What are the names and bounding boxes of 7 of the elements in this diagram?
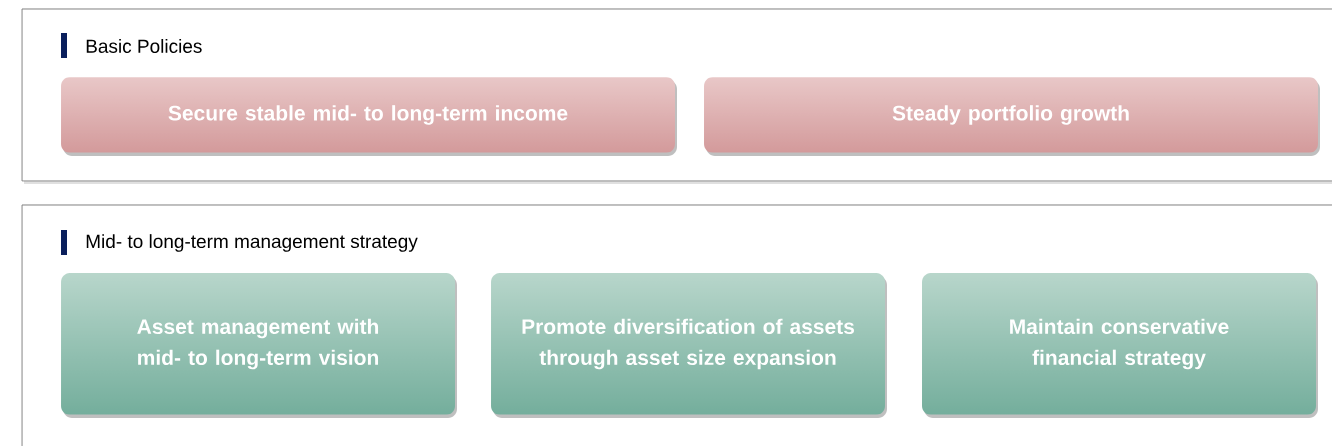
policy-box: Steady portfolio growth bbox=[704, 77, 1320, 156]
policy-box: Secure stable mid- to long-term income bbox=[61, 77, 677, 156]
policy-box: Promote diversification of assets through asset size expansion bbox=[491, 273, 887, 418]
policy-box: Asset management with mid- to long-term vision bbox=[61, 273, 457, 418]
panel-heading: Mid- to long-term management strategy bbox=[86, 234, 418, 252]
policy-box: Maintain conservative financial strategy bbox=[922, 273, 1318, 418]
panel-heading: Basic Policies bbox=[86, 39, 202, 53]
